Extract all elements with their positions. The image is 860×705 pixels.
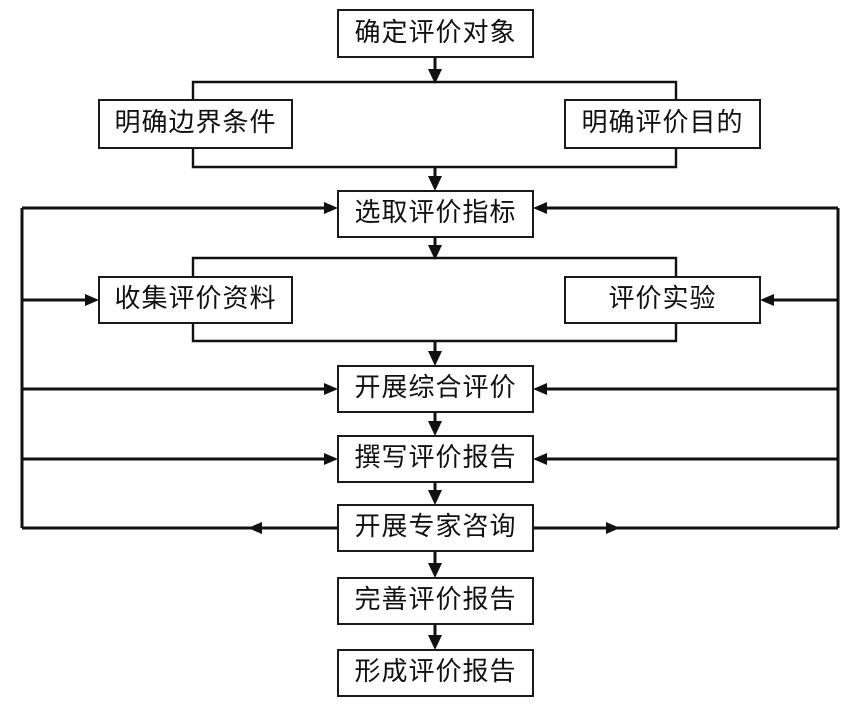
arrow-head-icon: [428, 563, 442, 578]
node-label: 明确边界条件: [114, 108, 276, 137]
node-确定评价对象[interactable]: 确定评价对象: [337, 9, 534, 58]
node-撰写评价报告[interactable]: 撰写评价报告: [337, 435, 534, 483]
arrow-head-icon: [428, 69, 442, 84]
arrow-head-icon: [248, 522, 262, 534]
main-flow-arrows: [428, 57, 442, 650]
arrow-head-icon: [85, 294, 99, 306]
node-label: 开展综合评价: [354, 373, 516, 402]
feedback-right-bus: [533, 202, 840, 534]
arrow-head-icon: [324, 202, 338, 214]
node-label: 选取评价指标: [354, 198, 516, 227]
node-box[interactable]: [337, 649, 534, 697]
node-明确评价目的[interactable]: 明确评价目的: [564, 99, 761, 149]
node-box[interactable]: [337, 190, 534, 238]
node-box[interactable]: [564, 99, 761, 149]
node-box[interactable]: [337, 577, 534, 625]
arrow-head-icon: [324, 383, 338, 395]
node-label: 撰写评价报告: [354, 443, 516, 472]
arrow-head-icon: [533, 202, 547, 214]
arrow-head-icon: [428, 635, 442, 650]
node-明确边界条件[interactable]: 明确边界条件: [98, 99, 293, 149]
node-收集评价资料[interactable]: 收集评价资料: [98, 276, 293, 324]
node-完善评价报告[interactable]: 完善评价报告: [337, 577, 534, 625]
node-label: 开展专家咨询: [354, 512, 516, 541]
node-label: 评价实验: [608, 284, 716, 313]
arrow-head-icon: [533, 383, 547, 395]
node-box[interactable]: [337, 435, 534, 483]
node-评价实验[interactable]: 评价实验: [564, 276, 761, 324]
node-box[interactable]: [98, 99, 293, 149]
node-box[interactable]: [337, 504, 534, 552]
node-label: 形成评价报告: [354, 657, 516, 686]
arrow-head-icon: [428, 245, 442, 260]
node-选取评价指标[interactable]: 选取评价指标: [337, 190, 534, 238]
feedback-left-bus: [20, 202, 338, 534]
node-label: 收集评价资料: [114, 284, 276, 313]
arrow-head-icon: [428, 176, 442, 191]
node-label: 确定评价对象: [354, 18, 516, 47]
node-label: 完善评价报告: [354, 585, 516, 614]
node-box[interactable]: [564, 276, 761, 324]
arrow-head-icon: [428, 421, 442, 436]
node-box[interactable]: [98, 276, 293, 324]
node-开展专家咨询[interactable]: 开展专家咨询: [337, 504, 534, 552]
arrow-head-icon: [428, 351, 442, 366]
arrow-head-icon: [533, 453, 547, 465]
node-box[interactable]: [337, 9, 534, 58]
node-label: 明确评价目的: [581, 108, 743, 137]
node-box[interactable]: [337, 365, 534, 413]
node-开展综合评价[interactable]: 开展综合评价: [337, 365, 534, 413]
arrow-head-icon: [428, 490, 442, 505]
arrow-head-icon: [324, 453, 338, 465]
arrow-head-icon: [606, 522, 620, 534]
node-形成评价报告[interactable]: 形成评价报告: [337, 649, 534, 697]
arrow-head-icon: [760, 294, 774, 306]
